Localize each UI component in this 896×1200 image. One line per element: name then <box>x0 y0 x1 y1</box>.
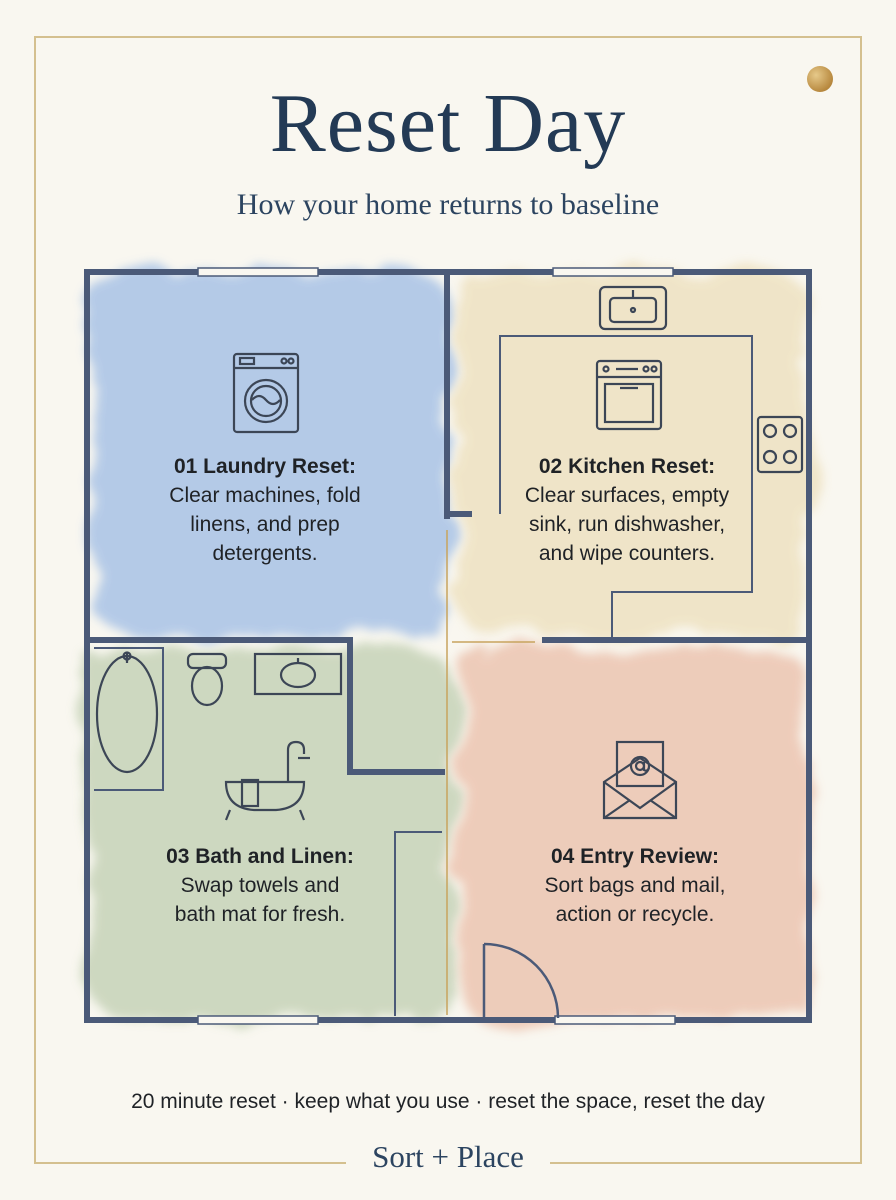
vanity-sink-icon <box>253 652 343 696</box>
room-description: Clear surfaces, empty sink, run dishwash… <box>524 484 730 565</box>
brand-label: Sort + Place <box>346 1139 550 1174</box>
room-heading: 03 Bath and Linen: <box>166 845 354 868</box>
watercolor-washes <box>88 270 810 1023</box>
page-subtitle: How your home returns to baseline <box>236 188 660 221</box>
guide-lines <box>446 530 535 1015</box>
room-description: Clear machines, fold linens, and prep de… <box>169 484 361 565</box>
oval-tub-icon <box>95 651 159 774</box>
laundry-wash <box>92 270 450 635</box>
bath-wash <box>88 648 454 1018</box>
room-entry: 04 Entry Review: Sort bags and mail, act… <box>490 842 780 929</box>
room-description: Swap towels and bath mat for fresh. <box>174 874 346 926</box>
room-laundry: 01 Laundry Reset: Clear machines, fold l… <box>120 452 410 568</box>
door-swing <box>482 942 560 1019</box>
page-title: Reset Day <box>269 77 627 170</box>
interior-lines <box>94 335 753 1016</box>
room-heading: 04 Entry Review: <box>550 845 720 868</box>
walls <box>84 269 812 1023</box>
footer-tagline: 20 minute reset · keep what you use · re… <box>131 1090 765 1113</box>
mail-envelope-icon <box>602 740 678 820</box>
windows <box>197 267 676 1025</box>
gold-dot-ornament <box>807 66 833 92</box>
room-bath: 03 Bath and Linen: Swap towels and bath … <box>115 842 405 929</box>
entry-wash <box>458 648 810 1023</box>
brand-name: Sort + Place <box>0 1139 896 1174</box>
toilet-icon <box>186 652 228 707</box>
room-kitchen: 02 Kitchen Reset: Clear surfaces, empty … <box>482 452 772 568</box>
oven-icon <box>595 359 663 431</box>
room-heading: 01 Laundry Reset: <box>173 455 357 478</box>
room-heading: 02 Kitchen Reset: <box>538 455 716 478</box>
washing-machine-icon <box>232 352 300 434</box>
kitchen-sink-icon <box>598 285 668 331</box>
cooktop-icon <box>756 415 804 474</box>
kitchen-wash <box>455 270 810 635</box>
room-description: Sort bags and mail, action or recycle. <box>544 874 726 926</box>
bathtub-icon <box>224 740 310 821</box>
